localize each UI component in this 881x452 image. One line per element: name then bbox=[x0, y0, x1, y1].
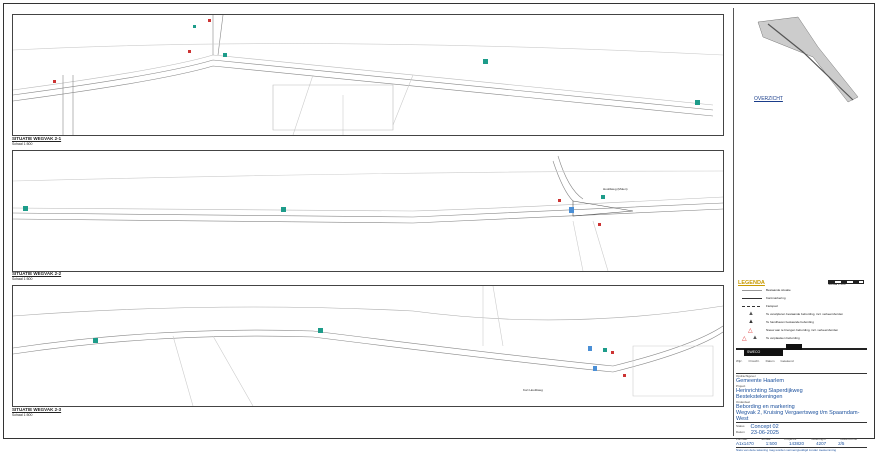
revision-header: Wijz. Omschr. Datum Getekend bbox=[736, 359, 794, 363]
project-name: Herinrichting Slaperdijkweg bbox=[736, 388, 803, 394]
sheet-value: 2/5 bbox=[838, 441, 845, 446]
drawingnr-value: 4207 bbox=[816, 441, 827, 446]
legend-item: Kantmarkering bbox=[738, 294, 866, 302]
part-name: Bebording en markering bbox=[736, 404, 795, 410]
title-block: SWECO Wijz. Omschr. Datum Getekend Opdra… bbox=[736, 344, 867, 452]
legend-item: Fietspad bbox=[738, 302, 866, 310]
legend: LEGENDA Bestaande situatie Kantmarkering… bbox=[738, 280, 866, 344]
legend-item: △Nieuw aan te brengen bebording, incl. v… bbox=[748, 327, 839, 334]
format-value: A1x1470 bbox=[736, 441, 754, 446]
legend-item: △▲Te verplaatsen bebording bbox=[742, 334, 800, 342]
situation-panel-2-1 bbox=[12, 14, 724, 136]
situation-panel-2-2: Hoofdweg (Molen) bbox=[12, 150, 724, 272]
situation-panel-2-3: Kort Hoofdweg bbox=[12, 285, 724, 407]
overview-map: OVERZICHT bbox=[738, 12, 866, 107]
part-sub: Wegvak 2, Kruising Vergaertsweg t/m Spaa… bbox=[736, 410, 867, 423]
annotation-hoofdweg: Hoofdweg (Molen) bbox=[603, 187, 628, 191]
logo-block bbox=[786, 344, 802, 350]
panel-scale-2-3: Schaal 1:500 bbox=[12, 413, 33, 417]
scale-bar bbox=[828, 280, 864, 284]
panel-title-2-3: SITUATIE WEGVAK 2-3 bbox=[12, 407, 62, 412]
legend-title: LEGENDA bbox=[738, 280, 765, 286]
legend-item: Bestaande situatie bbox=[738, 286, 866, 294]
legend-item: ▲Te verwijderen bestaande bebording, inc… bbox=[748, 310, 844, 317]
client-name: Gemeente Haarlem bbox=[736, 378, 784, 384]
panel-scale-2-1: Schaal 1:500 bbox=[12, 142, 33, 146]
legend-item: ▲Te handhaven bestaande bebording bbox=[748, 318, 814, 325]
status-value: Concept 02 bbox=[750, 424, 779, 430]
projectnr-value: 143820 bbox=[789, 441, 805, 446]
company-logo: SWECO bbox=[744, 349, 783, 356]
drawing-frame bbox=[3, 3, 875, 439]
panel-scale-2-2: Schaal 1:500 bbox=[12, 277, 33, 281]
overview-drawing bbox=[757, 16, 859, 103]
scale-bar-label: Schaal 1:500 bbox=[828, 282, 846, 286]
road-drawing-2-1 bbox=[13, 15, 723, 135]
panel-title-2-2: SITUATIE WEGVAK 2-2 bbox=[12, 271, 62, 276]
project-sub: Bestekstekeningen bbox=[736, 394, 783, 400]
sign-remove-icon: ▲ bbox=[748, 310, 754, 317]
sign-move-icon: △ bbox=[742, 335, 747, 342]
road-drawing-2-3 bbox=[13, 286, 723, 406]
sign-keep-icon: ▲ bbox=[748, 318, 754, 325]
sign-new-icon: △ bbox=[748, 327, 753, 334]
annotation-kort-hoofdweg: Kort Hoofdweg bbox=[523, 388, 543, 392]
footer-note: Niets van deze tekening mag worden verme… bbox=[736, 447, 867, 452]
overview-label: OVERZICHT bbox=[754, 96, 783, 102]
date-value: 23-06-2025 bbox=[750, 430, 779, 436]
road-drawing-2-2 bbox=[13, 155, 723, 271]
scale-value: 1:500 bbox=[765, 441, 778, 446]
panel-title-2-1: SITUATIE WEGVAK 2-1 bbox=[12, 136, 62, 141]
title-column: OVERZICHT LEGENDA Bestaande situatie Kan… bbox=[733, 8, 869, 452]
